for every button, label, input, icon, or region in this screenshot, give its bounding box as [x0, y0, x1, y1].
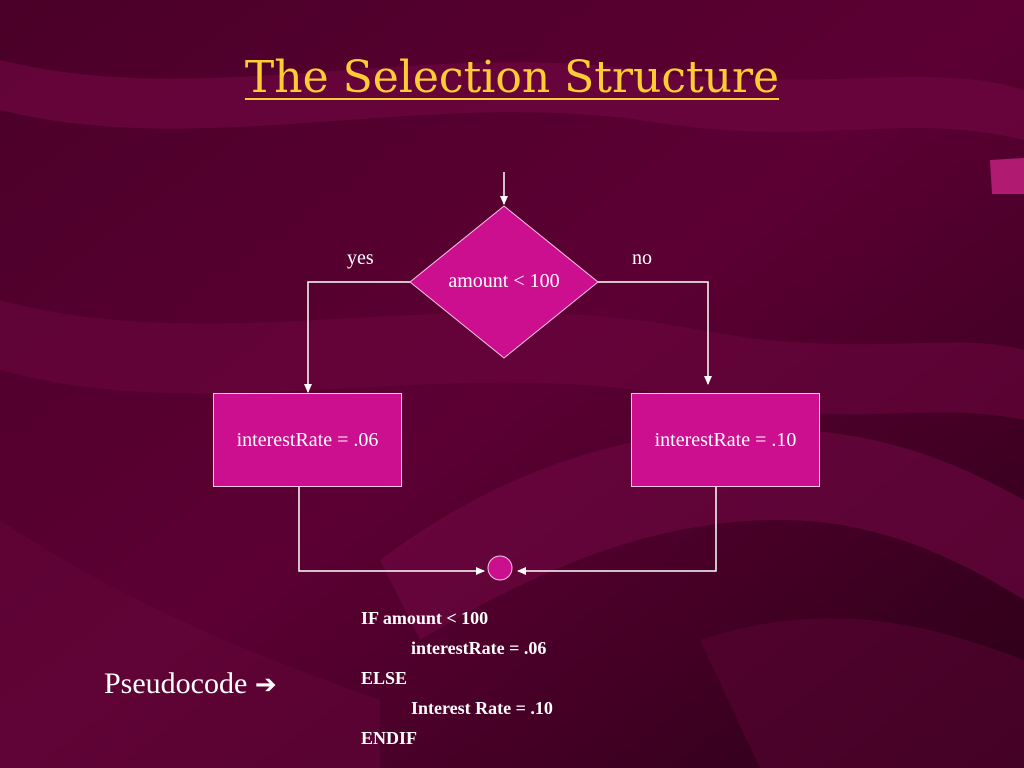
merge-connector [487, 555, 513, 581]
no-label: no [632, 247, 652, 269]
no-action-text: interestRate = .10 [654, 428, 797, 451]
right-arrow-icon: ➔ [254, 670, 277, 700]
no-merge-line [517, 487, 717, 575]
no-action-box: interestRate = .10 [631, 393, 820, 487]
pseudocode-line-else: ELSE [361, 668, 408, 688]
pseudocode-line-else-body: Interest Rate = .10 [411, 698, 553, 718]
no-branch-line [598, 281, 712, 385]
yes-branch-line [304, 281, 410, 393]
pseudocode-line-endif: ENDIF [361, 728, 418, 748]
pseudocode-label: Pseudocode ➔ [104, 667, 277, 701]
yes-action-text: interestRate = .06 [236, 428, 379, 451]
pseudocode-line-then: interestRate = .06 [411, 638, 547, 658]
yes-label: yes [347, 247, 374, 269]
decision-diamond [409, 205, 599, 359]
yes-merge-line [298, 487, 485, 575]
pseudocode-label-text: Pseudocode [104, 667, 248, 700]
slide-title: The Selection Structure [244, 52, 780, 103]
yes-action-box: interestRate = .06 [213, 393, 402, 487]
pseudocode-line-if: IF amount < 100 [361, 608, 489, 628]
decision-label: amount < 100 [448, 270, 560, 292]
